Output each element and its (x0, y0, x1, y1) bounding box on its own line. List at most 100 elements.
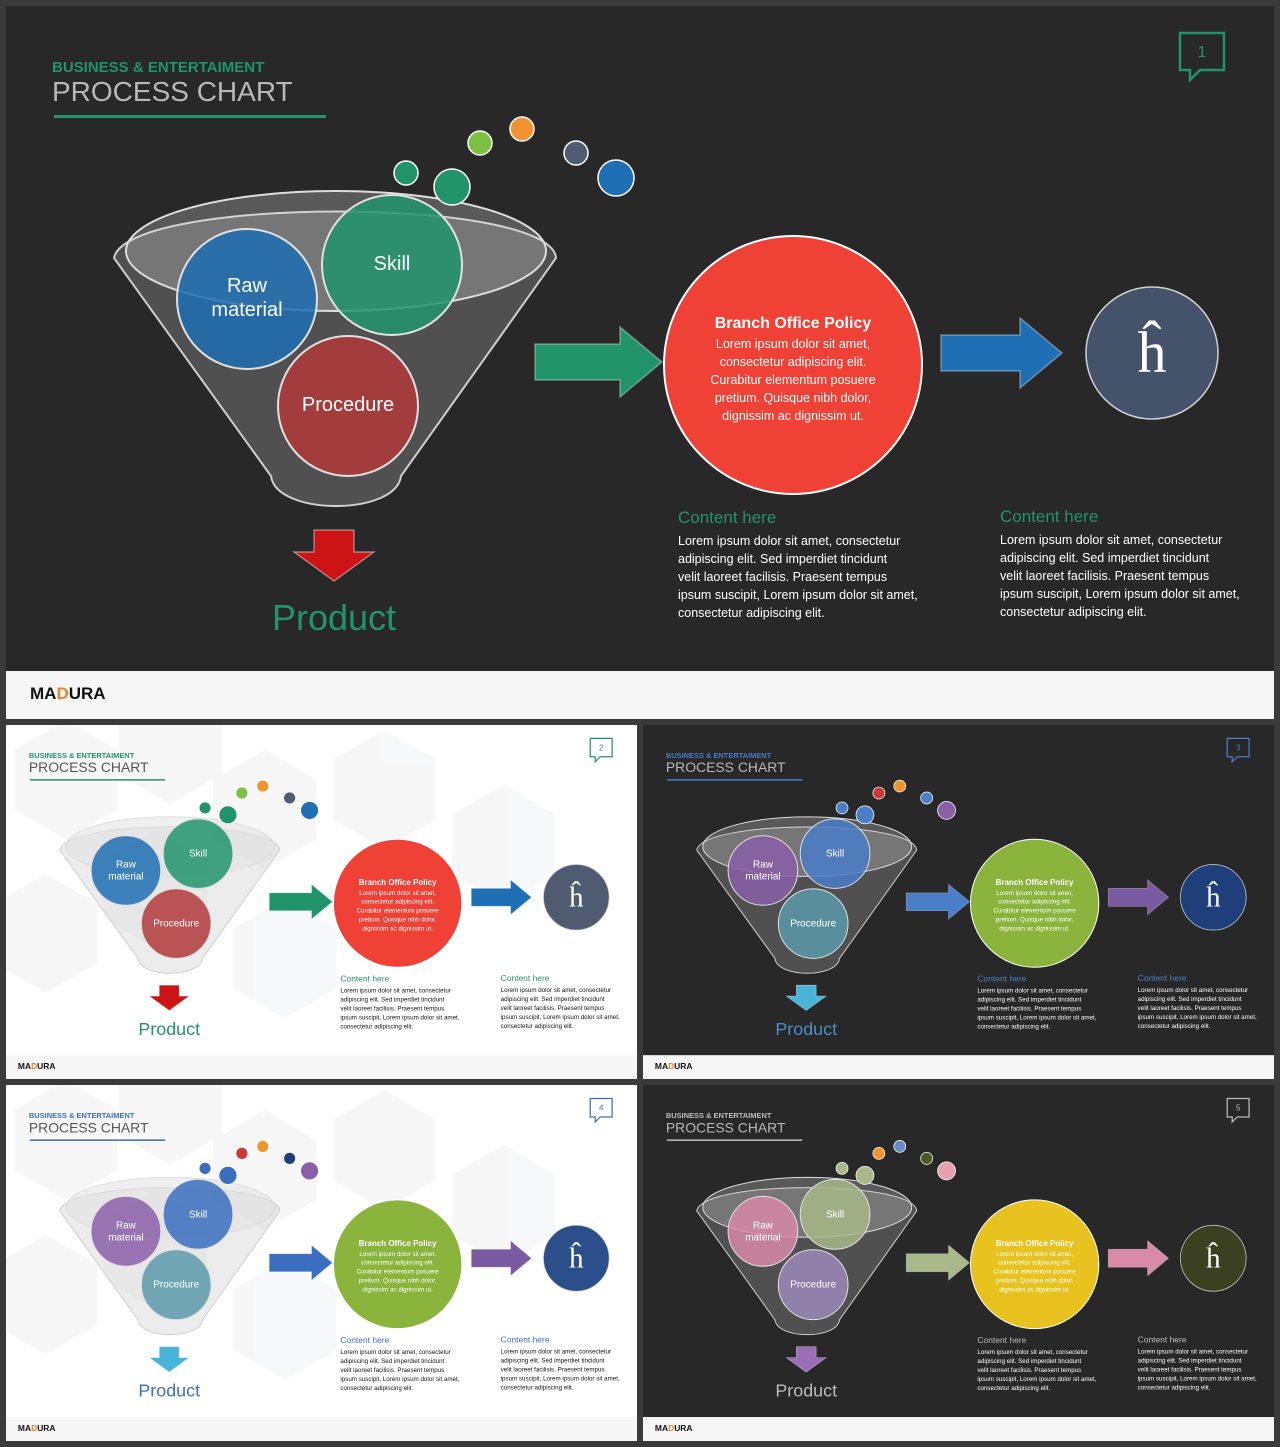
page-number: 5 (1236, 1104, 1241, 1113)
bubble (256, 779, 270, 793)
page-title: PROCESS CHART (666, 759, 786, 775)
policy-title: Branch Office Policy (359, 878, 437, 887)
product-label: Product (138, 1019, 200, 1039)
raw-material-circle (176, 228, 318, 370)
footer-bar (6, 671, 1274, 719)
bubble (283, 791, 296, 805)
policy-circle (969, 1199, 1100, 1330)
h-hat-icon (1180, 1224, 1247, 1292)
skill-circle (321, 194, 463, 336)
title-underline (29, 779, 166, 781)
down-arrow-icon (148, 984, 191, 1011)
raw-material-circle (90, 835, 162, 906)
procedure-circle-label: Procedure (790, 918, 836, 929)
bubbles (198, 779, 319, 825)
procedure-circle-label: Procedure (302, 394, 394, 416)
page-number: 1 (1198, 44, 1207, 61)
bubble (235, 786, 249, 800)
raw-material-circle (727, 1195, 799, 1267)
subtitle: BUSINESS & ENTERTAIMENT (52, 59, 264, 76)
skill-circle-label: Skill (374, 253, 411, 275)
bubbles (835, 1140, 956, 1185)
content-heading: Content here (678, 508, 776, 527)
page-title: PROCESS CHART (52, 76, 293, 107)
procedure-circle (777, 888, 849, 959)
bubbles (393, 116, 635, 206)
page-title: PROCESS CHART (29, 1119, 149, 1135)
bubble (198, 1162, 212, 1175)
title-underline (666, 779, 803, 781)
h-hat-icon (1085, 286, 1219, 420)
bubble (563, 140, 589, 166)
content-heading: Content here (1138, 973, 1187, 983)
procedure-circle-label: Procedure (153, 1279, 199, 1290)
policy-title: Branch Office Policy (996, 878, 1074, 887)
bubble (300, 1161, 319, 1181)
bubbles (835, 779, 956, 825)
procedure-circle (777, 1249, 849, 1321)
footer-bar (643, 1417, 1274, 1441)
bubble (218, 1166, 238, 1185)
raw-material-circle (90, 1195, 162, 1267)
h-hat-icon (1180, 864, 1247, 931)
madura-logo: MADURA (30, 684, 106, 703)
policy-body: Lorem ipsum dolor sit amet,consectetur a… (710, 337, 875, 423)
title-underline (54, 115, 326, 118)
bubble (597, 159, 635, 197)
bubbles (198, 1140, 319, 1185)
content-heading: Content here (501, 1335, 550, 1345)
title-underline (29, 1139, 166, 1141)
content-heading: Content here (340, 1335, 389, 1345)
down-arrow-icon (785, 1346, 828, 1373)
bubble (872, 786, 886, 800)
product-label: Product (272, 597, 396, 638)
bubble (835, 801, 849, 815)
right-arrow-icon (940, 316, 1064, 390)
bubble (855, 1166, 875, 1185)
procedure-circle-label: Procedure (790, 1279, 836, 1290)
h-hat-symbol: ĥ (1206, 1241, 1221, 1274)
footer-bar (6, 1055, 637, 1079)
procedure-circle (140, 888, 212, 959)
speech-bubble-icon (1226, 737, 1250, 764)
subtitle: BUSINESS & ENTERTAIMENT (29, 1111, 135, 1120)
skill-circle (162, 818, 234, 889)
bubble (893, 779, 907, 793)
title-underline (666, 1139, 803, 1141)
procedure-circle (277, 335, 419, 477)
content-heading: Content here (977, 974, 1026, 984)
page-title: PROCESS CHART (29, 759, 149, 775)
subtitle: BUSINESS & ENTERTAIMENT (666, 1111, 772, 1120)
subtitle: BUSINESS & ENTERTAIMENT (29, 751, 135, 760)
content-heading: Content here (501, 973, 550, 983)
right-arrow-icon (470, 879, 533, 916)
bubble (198, 801, 212, 815)
madura-logo: MADURA (18, 1061, 56, 1071)
right-arrow-icon (905, 883, 971, 920)
skill-circle-label: Skill (189, 1209, 207, 1220)
skill-circle-label: Skill (826, 848, 844, 859)
bubble (300, 801, 319, 820)
right-arrow-icon (905, 1244, 971, 1282)
policy-circle (969, 838, 1100, 968)
page-number: 2 (599, 743, 604, 752)
policy-body: Lorem ipsum dolor sit amet,consectetur a… (357, 890, 440, 933)
policy-circle (663, 235, 923, 495)
